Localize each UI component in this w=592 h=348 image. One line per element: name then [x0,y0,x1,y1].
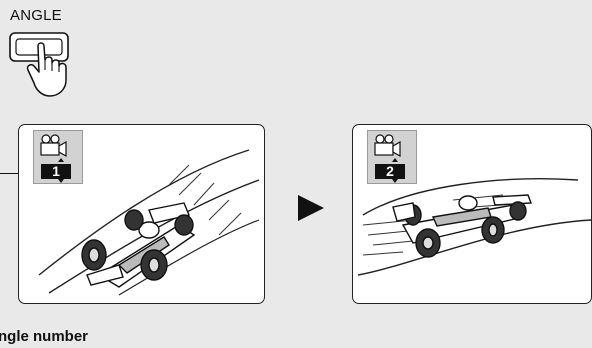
tv-screen-angle-1: 1 [18,124,265,304]
angle-osd: 2 [367,130,417,184]
camera-icon [41,135,66,156]
tv-screen-angle-2: 2 [352,124,592,304]
angle-button[interactable] [8,28,100,98]
up-arrow-icon [58,158,64,162]
up-arrow-icon [392,158,398,162]
right-triangle-arrow-icon [296,193,326,228]
down-arrow-icon [392,179,398,183]
camera-icon [375,135,400,156]
down-arrow-icon [58,179,64,183]
angle-button-label: ANGLE [10,7,62,24]
angle-number-caption: ngle number [0,328,88,345]
angle-number: 1 [41,164,71,179]
pointing-hand-icon [8,28,100,98]
angle-number: 2 [375,164,405,179]
angle-osd: 1 [33,130,83,184]
